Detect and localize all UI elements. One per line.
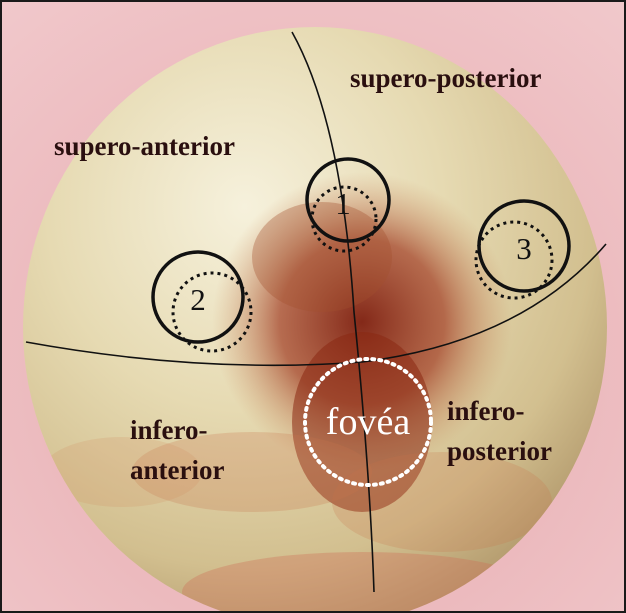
marker-1-label: 1 [335,186,351,221]
fovea-label: fovéa [326,401,411,443]
label-supero-anterior: supero-anterior [54,131,235,161]
marker-3-label: 3 [516,231,532,266]
label-supero-posterior: supero-posterior [350,63,541,93]
marker-2-label: 2 [190,282,206,317]
label-infero-anterior-line2: anterior [130,455,224,485]
label-infero-posterior-line2: posterior [447,436,552,466]
label-infero-posterior-line1: infero- [447,396,524,426]
label-infero-anterior-line1: infero- [130,415,207,445]
